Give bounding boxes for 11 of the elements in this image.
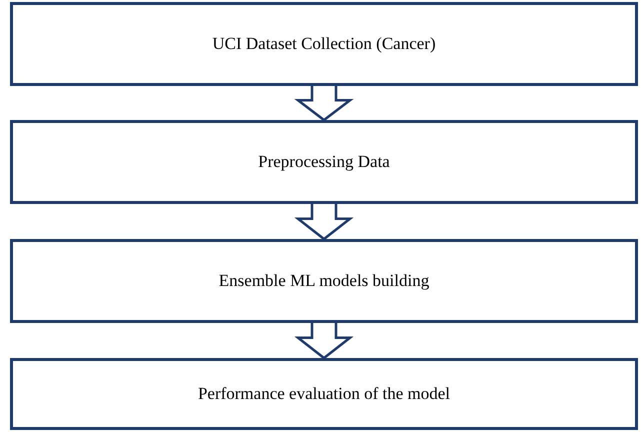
block-arrow [294,202,354,241]
step-label: Preprocessing Data [258,151,390,174]
block-arrow [294,84,354,122]
process-box [10,120,638,204]
step-label: Performance evaluation of the model [198,383,450,406]
step-label: UCI Dataset Collection (Cancer) [212,33,436,56]
block-arrow [294,322,354,360]
process-box [10,239,638,323]
process-box [10,2,638,86]
step-label: Ensemble ML models building [218,270,430,292]
process-box [10,358,638,430]
